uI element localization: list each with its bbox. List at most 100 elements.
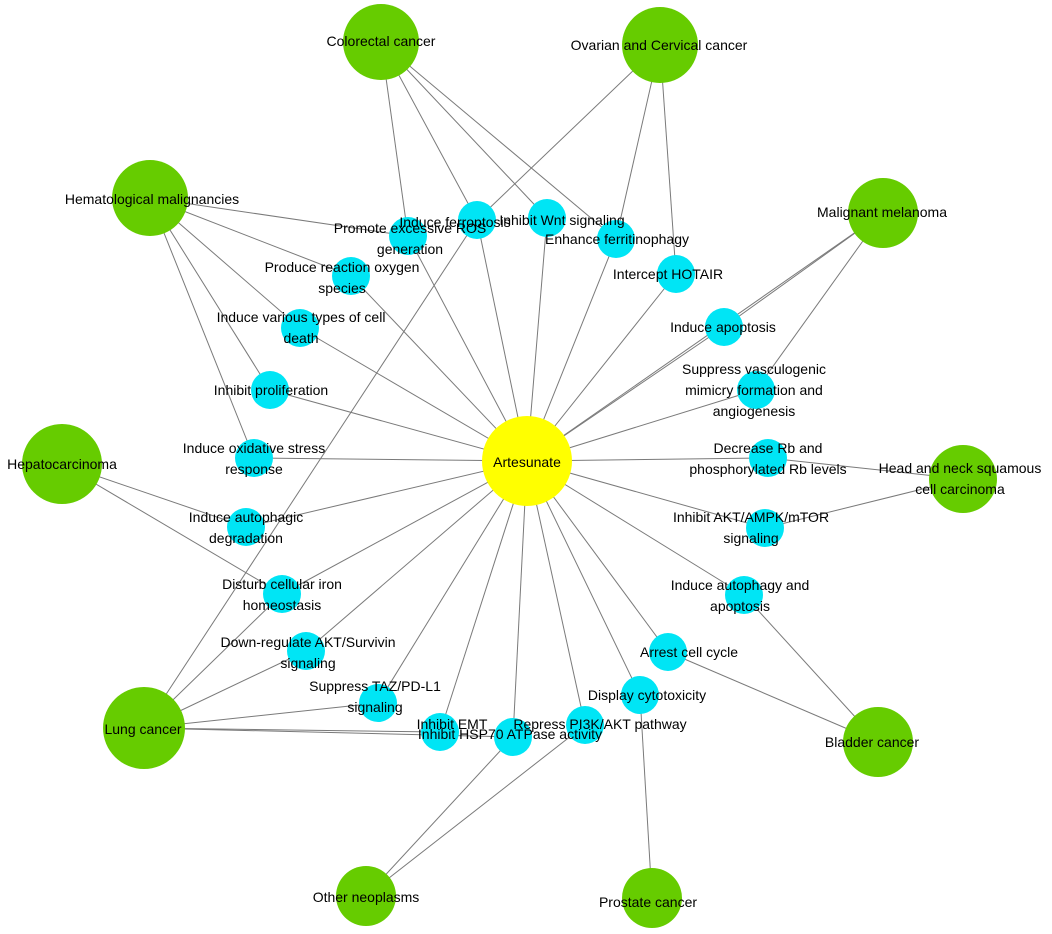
node-label-cell-death-line-1: Induce various types of cell <box>217 309 386 325</box>
mechanism-node-ferritinophagy[interactable] <box>597 220 635 258</box>
cancer-node-melanoma[interactable] <box>848 178 918 248</box>
node-label-colorectal: Colorectal cancer <box>327 33 436 49</box>
node-label-bladder: Bladder cancer <box>825 734 920 750</box>
node-label-autophagy-apoptosis-line-1: Induce autophagy and <box>671 577 810 593</box>
node-label-wnt: Inhibit Wnt signaling <box>499 212 624 228</box>
mechanism-node-pi3k[interactable] <box>566 706 604 744</box>
mechanism-node-vasculogenic[interactable] <box>737 371 775 409</box>
node-label-autophagy-apoptosis-line-2: apoptosis <box>710 598 770 614</box>
edge-colorectal-wnt <box>380 41 548 219</box>
node-label-taz-line-1: Suppress TAZ/PD-L1 <box>309 678 441 694</box>
node-label-ros-excess-line-2: generation <box>377 241 443 257</box>
node-label-head-neck-line-1: Head and neck squamous <box>879 460 1042 476</box>
cancer-node-lung[interactable] <box>103 687 185 769</box>
cancer-node-colorectal[interactable] <box>343 4 419 80</box>
node-label-hepatocarcinoma: Hepatocarcinoma <box>7 456 117 472</box>
edge-bladder-cell-cycle <box>667 651 879 743</box>
edge-colorectal-ferritinophagy <box>380 41 617 240</box>
node-label-autophagic-degradation-line-2: degradation <box>209 530 283 546</box>
node-label-oxidative-line-1: Induce oxidative stress <box>183 440 325 456</box>
node-label-akt-ampk-line-2: signaling <box>723 530 778 546</box>
center-node-art[interactable] <box>482 416 572 506</box>
mechanism-node-iron[interactable] <box>263 575 301 613</box>
node-label-emt: Inhibit EMT <box>417 716 488 732</box>
node-label-cell-death-line-2: death <box>283 330 318 346</box>
mechanism-node-rb[interactable] <box>749 439 787 477</box>
node-label-apoptosis: Induce apoptosis <box>670 319 776 335</box>
cancer-node-ovarian[interactable] <box>622 7 698 83</box>
node-label-ovarian: Ovarian and Cervical cancer <box>571 37 748 53</box>
node-label-hematological: Hematological malignancies <box>65 191 239 207</box>
mechanism-node-proliferation[interactable] <box>251 371 289 409</box>
mechanism-node-cytotoxicity[interactable] <box>621 676 659 714</box>
mechanism-node-ferroptosis[interactable] <box>458 201 496 239</box>
node-label-other: Other neoplasms <box>313 889 420 905</box>
edge-hematological-oxidative <box>149 197 255 459</box>
node-label-iron-line-1: Disturb cellular iron <box>222 576 342 592</box>
edge-prostate-cytotoxicity <box>639 694 653 899</box>
mechanism-node-cell-cycle[interactable] <box>649 633 687 671</box>
node-label-melanoma: Malignant melanoma <box>817 204 947 220</box>
edge-ovarian-hotair <box>659 44 677 275</box>
edge-art-hsp70 <box>512 460 528 738</box>
node-label-ferroptosis: Induce ferroptosis <box>399 214 510 230</box>
mechanism-node-hsp70[interactable] <box>494 718 532 756</box>
mechanism-node-akt-survivin[interactable] <box>287 632 325 670</box>
node-label-hotair: Intercept HOTAIR <box>613 266 723 282</box>
mechanism-node-autophagic-degradation[interactable] <box>227 508 265 546</box>
node-label-ros-species-line-2: species <box>318 280 365 296</box>
node-label-autophagic-degradation-line-1: Induce autophagic <box>189 509 303 525</box>
mechanism-node-ros-excess[interactable] <box>389 217 427 255</box>
node-label-vasculogenic-line-1: Suppress vasculogenic <box>682 361 826 377</box>
node-label-head-neck-line-2: cell carcinoma <box>915 481 1005 497</box>
mechanism-node-apoptosis[interactable] <box>705 308 743 346</box>
edge-melanoma-art <box>526 212 884 462</box>
mechanism-node-cell-death[interactable] <box>281 309 319 347</box>
cancer-node-prostate[interactable] <box>622 868 682 928</box>
node-label-hsp70: Inhibit HSP70 ATPase activity <box>418 726 602 742</box>
edge-hepatocarcinoma-iron <box>61 463 283 595</box>
mechanism-node-autophagy-apoptosis[interactable] <box>725 576 763 614</box>
edge-art-iron <box>281 460 528 595</box>
edge-art-akt-survivin <box>305 460 528 652</box>
node-label-vasculogenic-line-3: angiogenesis <box>713 403 796 419</box>
cancer-node-other[interactable] <box>336 866 396 926</box>
cancer-node-hepatocarcinoma[interactable] <box>22 424 102 504</box>
edge-art-emt <box>439 460 528 733</box>
edge-hematological-ros-excess <box>149 197 409 237</box>
node-label-oxidative-line-2: response <box>225 461 283 477</box>
node-label-ros-species-line-1: Produce reaction oxygen <box>265 259 420 275</box>
node-label-ferritinophagy: Enhance ferritinophagy <box>545 231 689 247</box>
mechanism-node-akt-ampk[interactable] <box>746 509 784 547</box>
node-label-vasculogenic-line-2: mimicry formation and <box>685 382 823 398</box>
edge-lung-emt <box>143 727 441 733</box>
mechanism-node-hotair[interactable] <box>657 255 695 293</box>
node-label-rb-line-1: Decrease Rb and <box>714 440 823 456</box>
mechanism-node-wnt[interactable] <box>528 199 566 237</box>
node-label-cytotoxicity: Display cytotoxicity <box>588 687 706 703</box>
edge-melanoma-vasculogenic <box>755 212 884 391</box>
edge-art-oxidative <box>253 457 528 462</box>
cancer-node-bladder[interactable] <box>843 707 913 777</box>
node-label-iron-line-2: homeostasis <box>243 597 322 613</box>
edge-other-pi3k <box>365 724 586 897</box>
cancer-node-hematological[interactable] <box>112 160 188 236</box>
node-label-prostate: Prostate cancer <box>599 894 697 910</box>
node-label-cell-cycle: Arrest cell cycle <box>640 644 738 660</box>
node-label-rb-line-2: phosphorylated Rb levels <box>689 461 846 477</box>
node-label-art: Artesunate <box>493 454 561 470</box>
node-label-pi3k: Repress PI3K/AKT pathway <box>513 716 686 732</box>
edge-ovarian-ferroptosis <box>476 44 661 221</box>
node-label-akt-survivin-line-1: Down-regulate AKT/Survivin <box>220 634 395 650</box>
edge-other-hsp70 <box>365 736 514 897</box>
mechanism-node-emt[interactable] <box>421 713 459 751</box>
node-label-lung: Lung cancer <box>104 721 181 737</box>
node-label-proliferation: Inhibit proliferation <box>214 382 328 398</box>
edge-art-pi3k <box>526 460 586 726</box>
mechanism-node-oxidative[interactable] <box>235 439 273 477</box>
mechanism-node-taz[interactable] <box>359 684 397 722</box>
mechanism-node-ros-species[interactable] <box>332 257 370 295</box>
cancer-node-head-neck[interactable] <box>929 445 997 513</box>
edge-art-autophagic-degradation <box>245 460 528 528</box>
